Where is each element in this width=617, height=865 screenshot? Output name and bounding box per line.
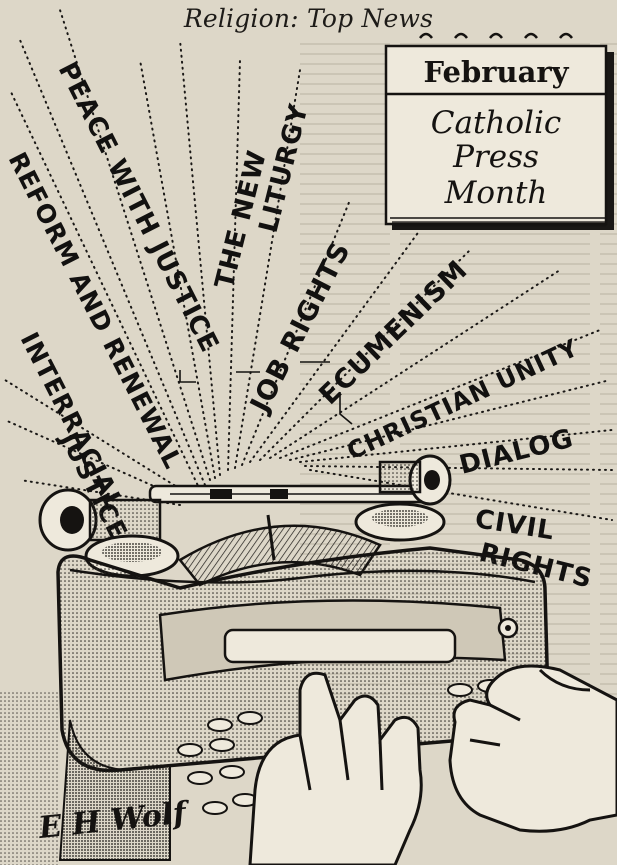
calendar-line-1: Catholic xyxy=(431,105,561,141)
page-title: Religion: Top News xyxy=(183,4,434,33)
calendar-line-2: Press xyxy=(452,139,539,175)
headline-peace-with-justice: PEACE WITH JUSTICE xyxy=(52,58,225,358)
calendar-line-3: Month xyxy=(444,175,548,211)
calendar-month: February xyxy=(423,55,569,89)
label-connectors xyxy=(179,361,353,425)
headline-rays xyxy=(4,9,613,521)
calendar-illustration xyxy=(384,32,614,230)
headline-reform-and-renewal: REFORM AND RENEWAL xyxy=(3,148,188,474)
typewriter-illustration xyxy=(0,454,550,865)
hands-illustration xyxy=(248,664,617,865)
